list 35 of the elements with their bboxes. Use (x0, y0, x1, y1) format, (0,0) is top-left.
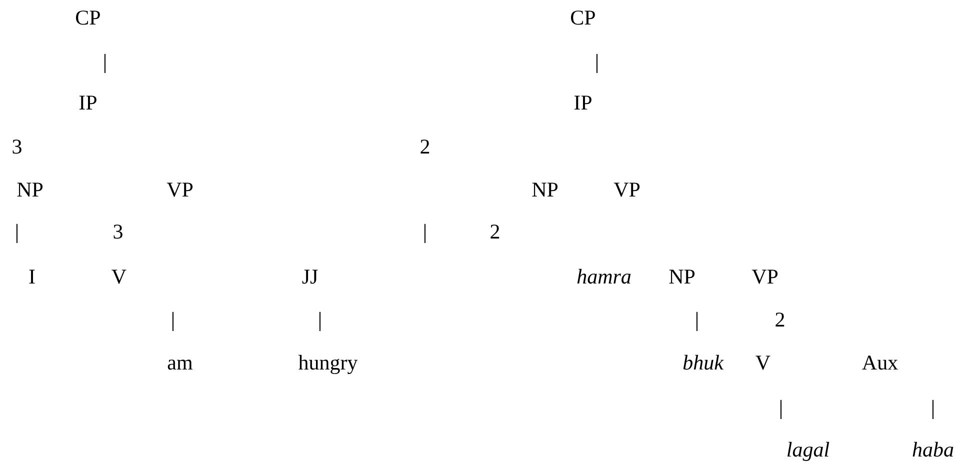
word-label: hamra (576, 266, 632, 288)
word-label: lagal (786, 440, 830, 460)
category-label: JJ (302, 266, 318, 288)
category-label: V (111, 266, 127, 288)
branch-symbol: | (102, 52, 108, 72)
category-label: VP (752, 266, 778, 288)
branch-symbol: | (594, 52, 600, 72)
category-label: VP (166, 180, 194, 200)
branch-symbol: 2 (420, 136, 430, 158)
category-label: NP (16, 180, 44, 200)
category-label: IP (574, 92, 592, 114)
branch-symbol: | (318, 310, 322, 330)
branch-symbol: | (778, 398, 784, 418)
word-label: haba (912, 440, 954, 460)
branch-symbol: | (14, 222, 20, 242)
category-label: CP (75, 8, 101, 28)
category-label: V (755, 352, 771, 374)
branch-symbol: 2 (490, 222, 500, 242)
branch-symbol: 3 (112, 222, 124, 242)
word-label: hungry (298, 352, 358, 374)
branch-symbol: | (170, 310, 176, 330)
category-label: NP (532, 180, 558, 200)
category-label: IP (78, 92, 98, 114)
branch-symbol: 2 (774, 310, 786, 330)
category-label: NP (668, 266, 696, 288)
category-label: Aux (862, 352, 898, 374)
branch-symbol: 3 (12, 136, 22, 158)
category-label: CP (570, 8, 596, 28)
branch-symbol: | (930, 398, 936, 418)
word-label: bhuk (682, 352, 724, 374)
branch-symbol: | (422, 222, 428, 242)
word-label: I (28, 266, 36, 288)
branch-symbol: | (694, 310, 700, 330)
word-label: am (167, 352, 193, 374)
category-label: VP (614, 180, 640, 200)
